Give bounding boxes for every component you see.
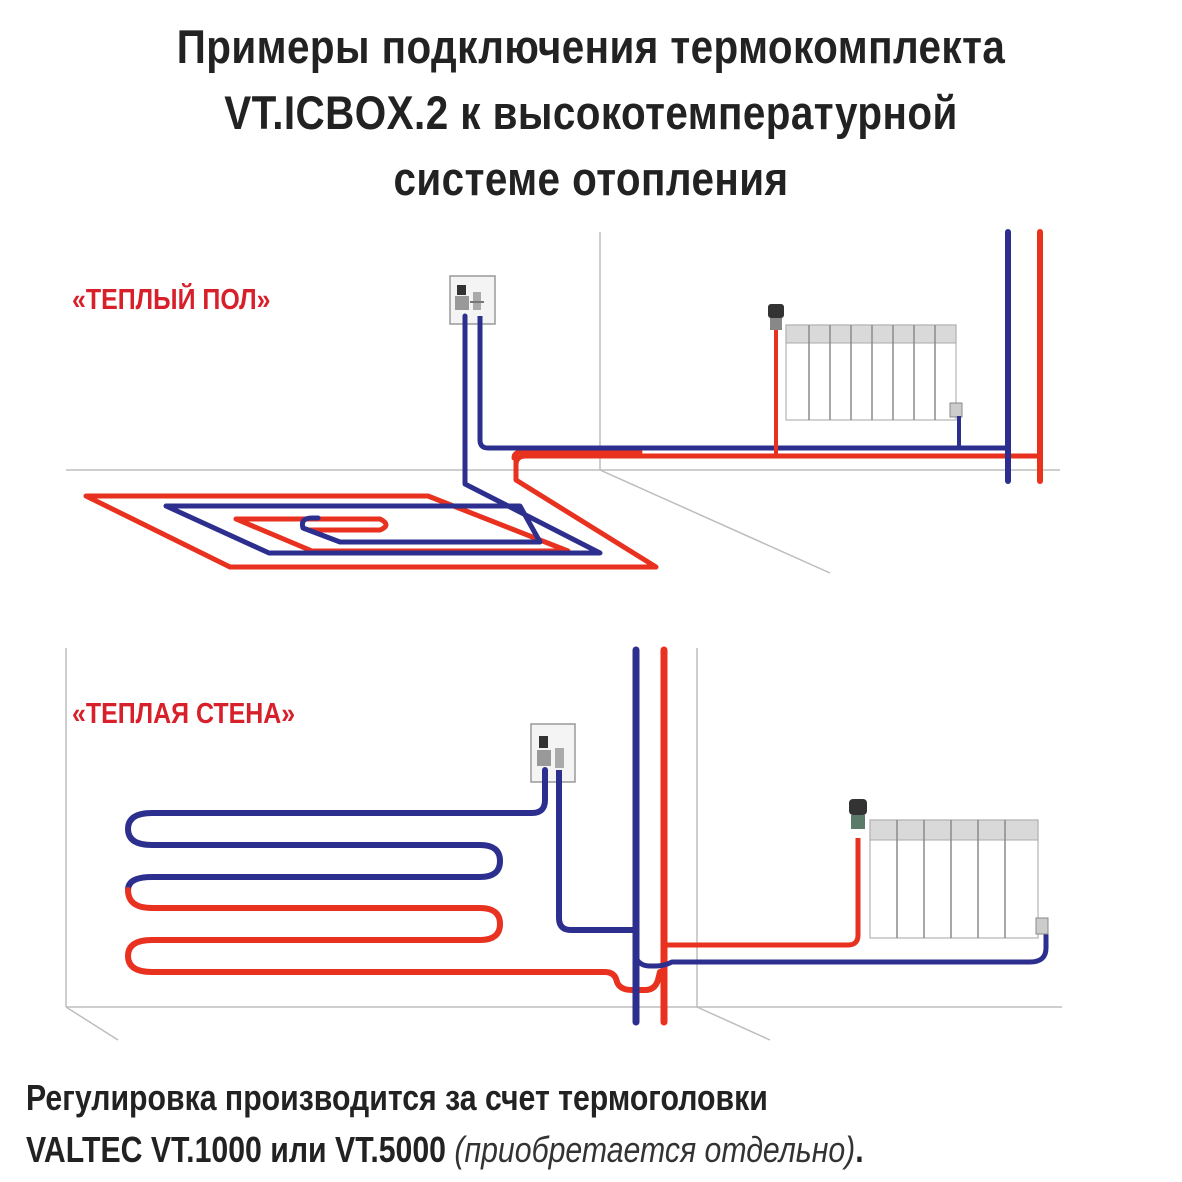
manifold-box-icon bbox=[449, 275, 496, 325]
radiator-icon bbox=[785, 324, 963, 421]
footer-line-2: VALTEC VT.1000 или VT.5000 (приобретаетс… bbox=[26, 1124, 864, 1176]
return-line-floor bbox=[477, 316, 1008, 451]
warm-wall-label: «ТЕПЛАЯ СТЕНА» bbox=[72, 698, 296, 730]
page-title: Примеры подключения термокомплекта VT.IC… bbox=[83, 14, 1100, 212]
footer-note: Регулировка производится за счет термого… bbox=[26, 1072, 864, 1176]
wall-diagram bbox=[65, 646, 1062, 1041]
thermostatic-head-icon bbox=[768, 304, 784, 330]
wall-loop-hot bbox=[125, 887, 663, 993]
manifold-box-icon bbox=[530, 723, 576, 783]
footer-line-1: Регулировка производится за счет термого… bbox=[26, 1077, 768, 1118]
wall-loop-cold bbox=[125, 767, 548, 893]
return-line-radiator bbox=[633, 930, 1049, 969]
return-line-wall bbox=[556, 770, 636, 933]
supply-line-floor bbox=[513, 453, 1040, 480]
footer-purchase-note: (приобретается отдельно) bbox=[454, 1129, 856, 1170]
title-line-1: Примеры подключения термокомплекта bbox=[176, 20, 1006, 73]
floor-diagram bbox=[66, 229, 1060, 574]
thermostatic-head-icon bbox=[849, 799, 867, 829]
footer-product-names: VALTEC VT.1000 или VT.5000 bbox=[26, 1129, 455, 1170]
floor-loop-hot bbox=[83, 449, 659, 570]
warm-floor-label: «ТЕПЛЫЙ ПОЛ» bbox=[72, 284, 271, 316]
supply-line-wall bbox=[664, 838, 861, 948]
room-outline bbox=[66, 232, 1060, 574]
title-line-3: системе отопления bbox=[393, 152, 789, 205]
title-line-2: VT.ICBOX.2 к высокотемпературной bbox=[224, 86, 958, 139]
radiator-icon bbox=[869, 819, 1049, 939]
footer-period: . bbox=[855, 1129, 864, 1170]
floor-loop-cold bbox=[163, 313, 603, 556]
